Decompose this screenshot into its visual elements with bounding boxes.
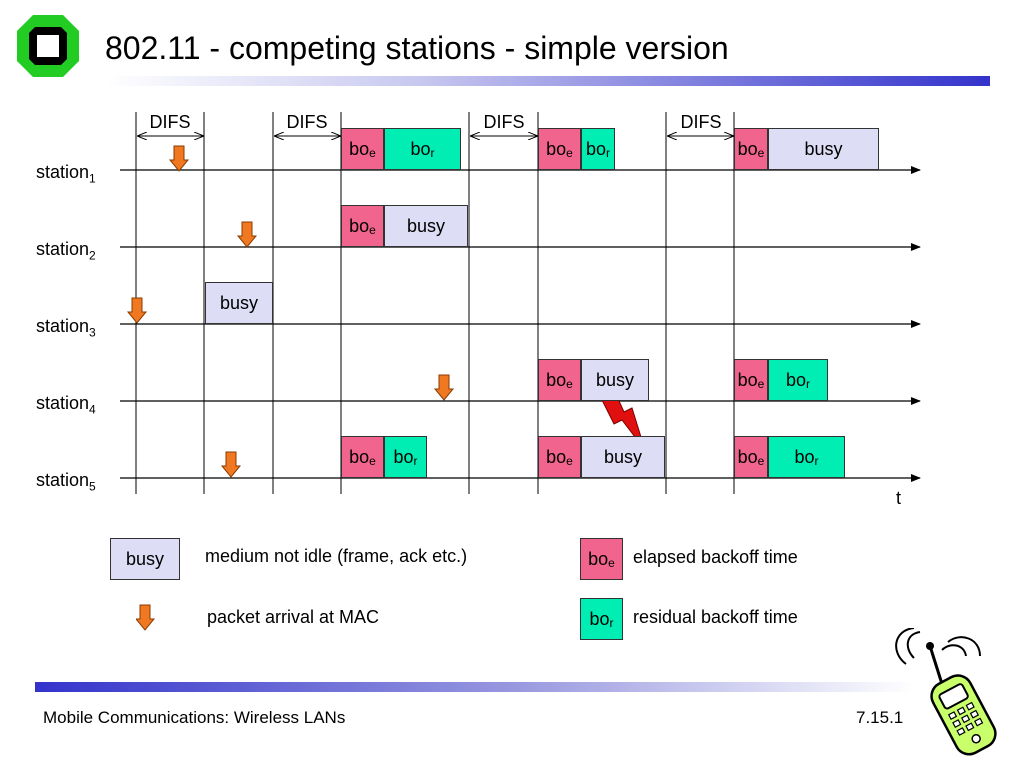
packet-arrival-arrow xyxy=(126,297,148,324)
legend-arrival-arrow-icon xyxy=(136,604,156,631)
busy-box: busy xyxy=(581,436,665,478)
footer-course-title: Mobile Communications: Wireless LANs xyxy=(43,708,346,727)
legend-residual-backoff-text: residual backoff time xyxy=(633,607,798,627)
station-axes xyxy=(120,166,921,482)
packet-arrival-arrow xyxy=(168,145,190,172)
time-axis-label: t xyxy=(896,488,902,508)
legend-busy-text: medium not idle (frame, ack etc.) xyxy=(205,546,468,566)
title-underline-bar xyxy=(105,76,990,86)
packet-arrival-arrow xyxy=(433,374,455,401)
university-logo xyxy=(17,15,79,77)
station-label: station5 xyxy=(36,470,96,494)
busy-box: busy xyxy=(384,205,468,247)
legend-busy-swatch: busy xyxy=(110,538,180,580)
packet-arrival-arrow xyxy=(220,451,242,478)
difs-label: DIFS xyxy=(286,112,328,132)
legend-arrival-text: packet arrival at MAC xyxy=(207,607,380,627)
legend-elapsed-backoff-text: elapsed backoff time xyxy=(633,547,798,567)
station-label: station1 xyxy=(36,162,96,186)
packet-arrival-arrow xyxy=(236,221,258,248)
time-markers xyxy=(135,112,735,494)
busy-box: busy xyxy=(581,359,649,401)
station-label: station2 xyxy=(36,239,96,263)
mobile-phone-icon xyxy=(895,628,997,756)
slide-title: 802.11 - competing stations - simple ver… xyxy=(105,30,729,66)
station-label: station3 xyxy=(36,316,96,340)
station-label: station4 xyxy=(36,393,96,417)
timing-diagram xyxy=(120,112,921,494)
busy-box: busy xyxy=(205,282,273,324)
packet-arrivals xyxy=(126,145,455,478)
busy-box: busy xyxy=(768,128,879,170)
footer-bar xyxy=(35,682,915,692)
footer-slide-number: 7.15.1 xyxy=(856,708,904,727)
difs-label: DIFS xyxy=(680,112,722,132)
difs-label: DIFS xyxy=(483,112,525,132)
difs-label: DIFS xyxy=(149,112,191,132)
